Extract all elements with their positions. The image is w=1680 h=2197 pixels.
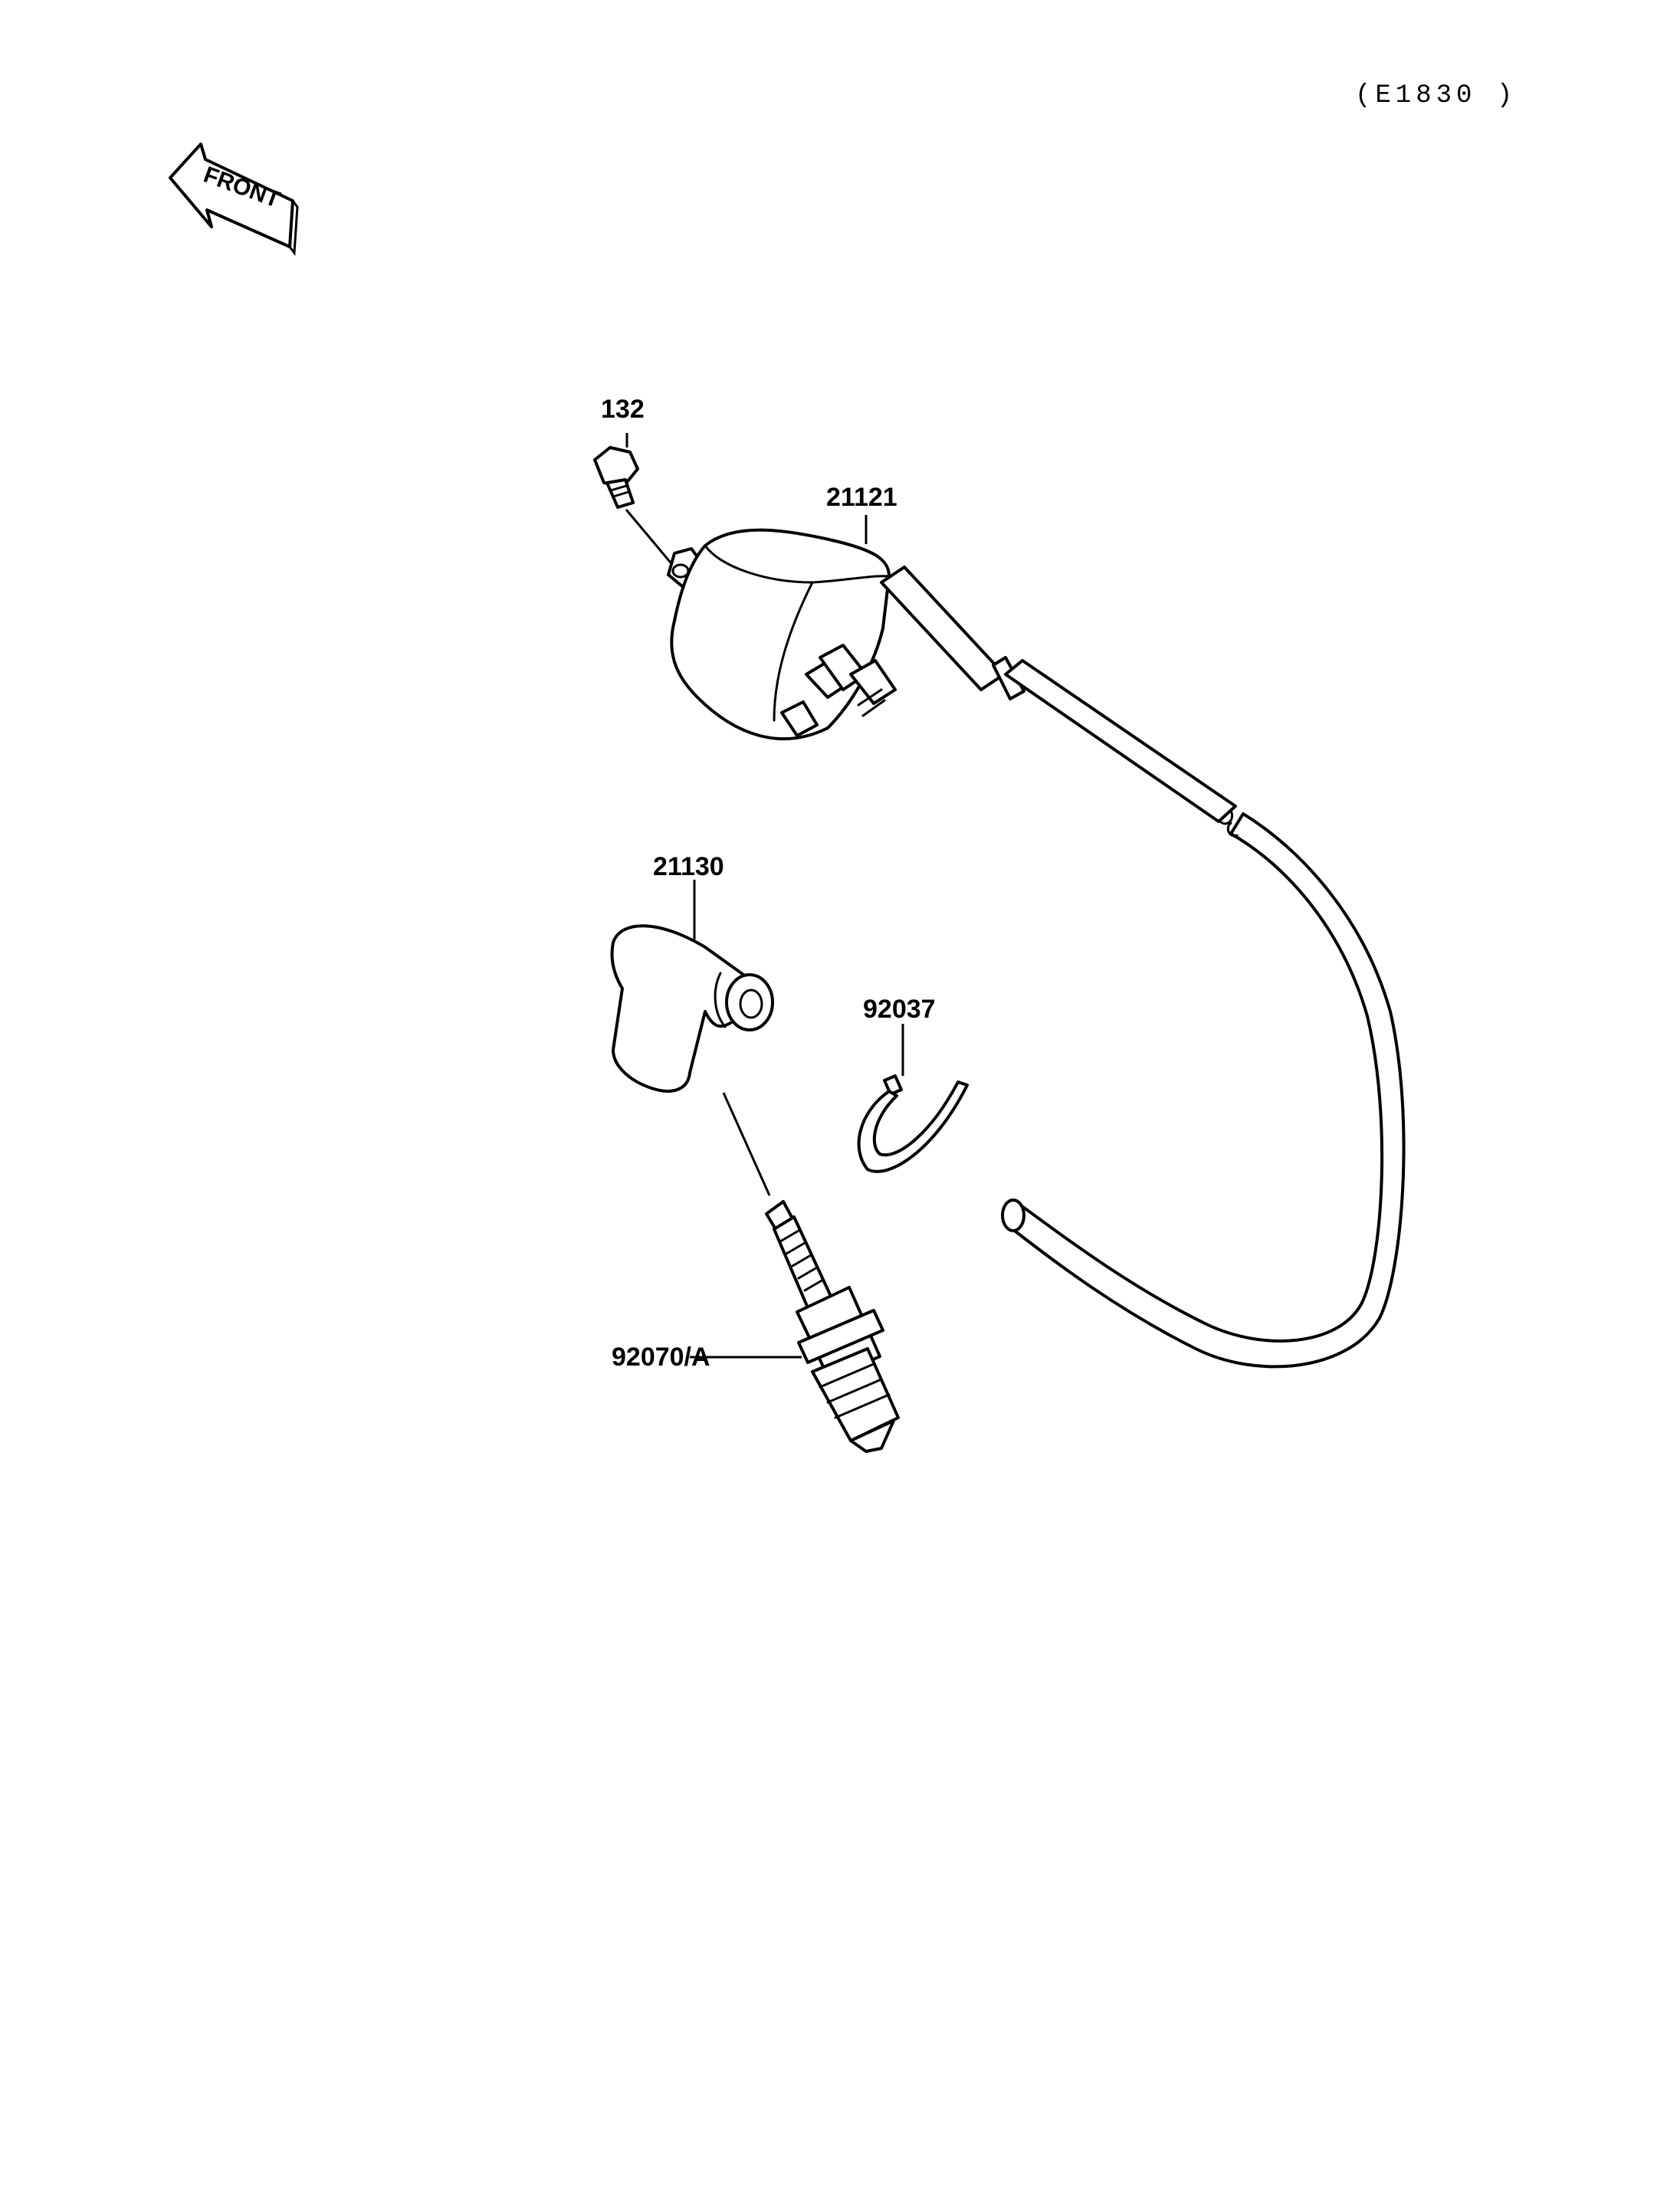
- bolt-callout: 132: [601, 395, 645, 424]
- front-arrow-icon: FRONT: [169, 143, 299, 257]
- diagram-code: (E1830 ): [1355, 81, 1517, 110]
- clamp-icon: [857, 1074, 969, 1173]
- bolt-icon: [593, 446, 639, 509]
- clamp-callout: 92037: [863, 995, 936, 1024]
- ht-lead-icon: [1001, 812, 1406, 1369]
- plug-cap-icon: [610, 924, 774, 1093]
- spark-plug-callout: 92070/A: [612, 1343, 710, 1372]
- coil-callout: 21121: [826, 483, 897, 512]
- spark-plug-icon: [765, 1200, 900, 1453]
- plug-cap-leader-line: [722, 1092, 771, 1196]
- bolt-leader-line: [625, 509, 679, 572]
- plug-cap-callout: 21130: [653, 852, 724, 881]
- ignition-coil-icon: [667, 528, 1237, 825]
